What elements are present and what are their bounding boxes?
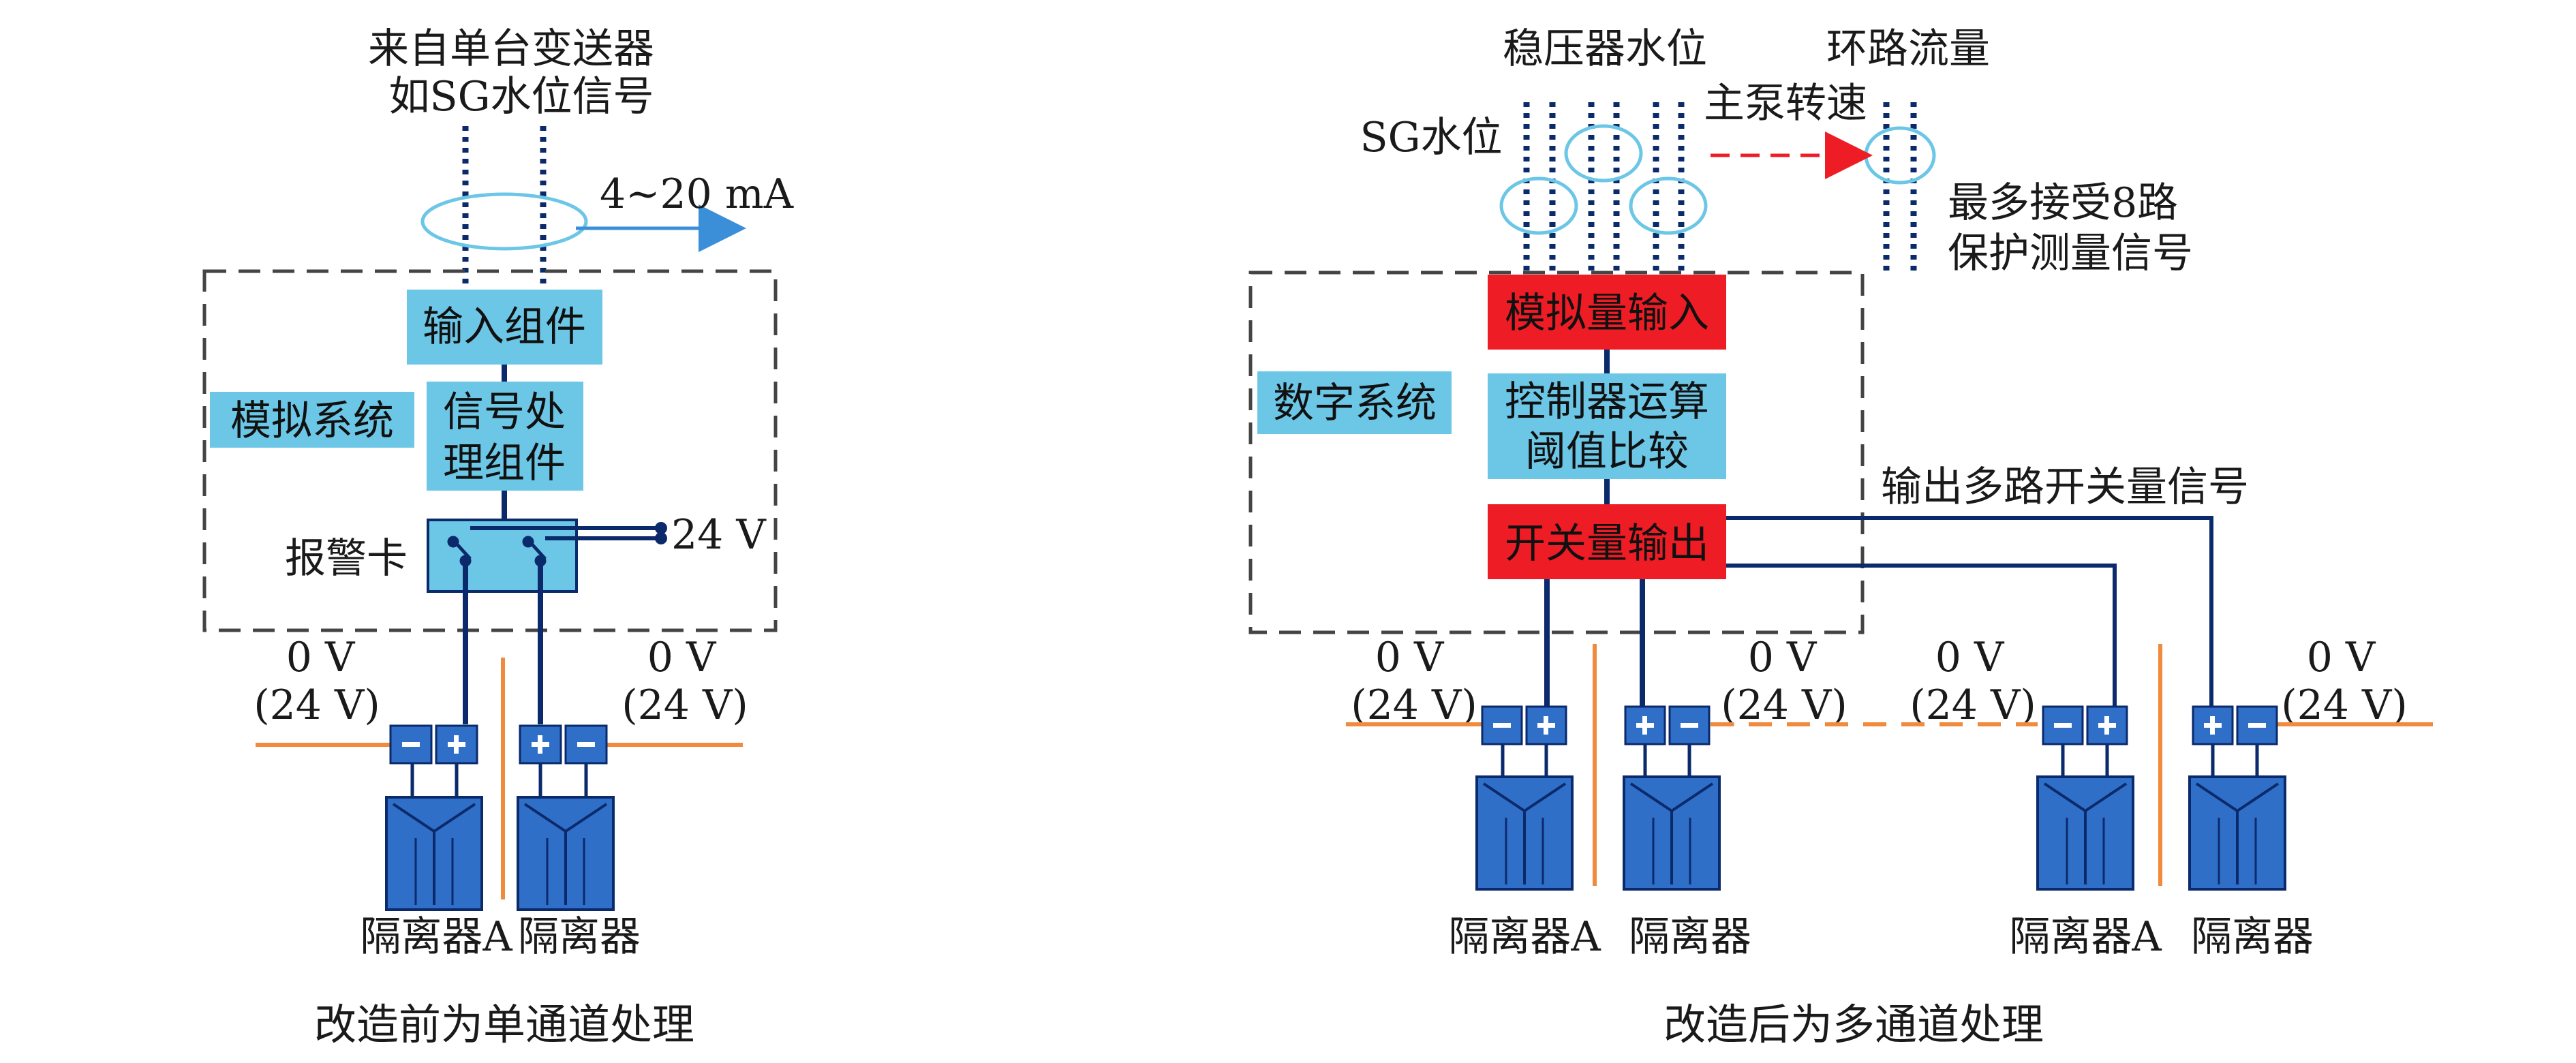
right-v1a: 0 V bbox=[1375, 634, 1445, 681]
left-input-module-label: 输入组件 bbox=[423, 303, 586, 351]
left-diagram: 来自单台变送器 如SG水位信号 4~20 mA 模拟系统 输入组件 信号处 理组… bbox=[202, 25, 794, 1049]
right-controller bbox=[1488, 373, 1726, 479]
right-loop-flow: 环路流量 bbox=[1826, 25, 1990, 73]
right-signal-lines bbox=[1523, 102, 1917, 276]
right-diagram: 稳压器水位 环路流量 主泵转速 SG水位 最多接受8路 保护测量信号 数字系统 … bbox=[1248, 25, 2433, 1049]
isolator-icon bbox=[2188, 744, 2286, 891]
left-system-label: 模拟系统 bbox=[230, 397, 394, 445]
isolator-icon bbox=[1623, 744, 1721, 891]
left-volt-right-1: 0 V bbox=[647, 634, 717, 681]
right-iso1-label: 隔离器A bbox=[1448, 913, 1601, 961]
right-sg-level: SG水位 bbox=[1360, 114, 1502, 161]
right-controller-line1: 控制器运算 bbox=[1505, 378, 1709, 426]
left-current-ellipse bbox=[420, 192, 588, 251]
left-isolator-a-label: 隔离器A bbox=[360, 913, 512, 961]
isolator-icon bbox=[517, 763, 615, 911]
left-signal-module bbox=[427, 382, 583, 491]
right-ellipse-pump bbox=[1629, 176, 1708, 235]
left-signal-module-line2: 理组件 bbox=[443, 440, 566, 487]
left-signal-module-line1: 信号处 bbox=[443, 388, 566, 436]
right-v4b: (24 V) bbox=[2281, 681, 2408, 729]
right-pressurizer-level: 稳压器水位 bbox=[1503, 25, 1707, 73]
left-system-label-box bbox=[210, 392, 414, 448]
right-analog-input bbox=[1488, 275, 1726, 350]
right-v2a: 0 V bbox=[1748, 634, 1818, 681]
left-source-line1: 来自单台变送器 bbox=[368, 25, 654, 73]
left-system-enclosure bbox=[202, 269, 778, 632]
left-alarm-card bbox=[427, 519, 578, 593]
right-terminal-3 bbox=[2042, 705, 2128, 745]
right-iso4-label: 隔离器 bbox=[2191, 913, 2314, 961]
left-supply-node-2 bbox=[655, 532, 667, 544]
left-supply-label: 24 V bbox=[671, 511, 767, 559]
left-source-line2: 如SG水位信号 bbox=[388, 73, 654, 121]
right-system-enclosure bbox=[1248, 271, 1865, 634]
left-alarm-card-label: 报警卡 bbox=[285, 535, 408, 583]
right-v3a: 0 V bbox=[1935, 634, 2005, 681]
right-ellipse-flow bbox=[1864, 126, 1936, 185]
right-iso3-label: 隔离器A bbox=[2009, 913, 2162, 961]
right-v1b: (24 V) bbox=[1351, 681, 1477, 729]
isolator-icon bbox=[385, 763, 483, 911]
right-accept-line2: 保护测量信号 bbox=[1948, 230, 2193, 277]
right-output-wire-far bbox=[1726, 516, 2213, 724]
right-terminal-2 bbox=[1624, 705, 1711, 745]
right-iso2-label: 隔离器 bbox=[1629, 913, 1751, 961]
left-current-label: 4~20 mA bbox=[600, 170, 794, 218]
left-alarm-switches bbox=[447, 536, 547, 567]
left-input-module bbox=[407, 290, 602, 365]
left-terminal-a bbox=[389, 724, 478, 765]
right-pump-speed: 主泵转速 bbox=[1704, 80, 1867, 127]
left-supply-node-1 bbox=[655, 522, 667, 534]
right-ellipse-pressurizer bbox=[1564, 124, 1643, 183]
right-v3b: (24 V) bbox=[1910, 681, 2036, 729]
right-switch-output-label: 开关量输出 bbox=[1505, 520, 1709, 568]
right-v2b: (24 V) bbox=[1721, 681, 1847, 729]
right-switch-output bbox=[1488, 504, 1726, 579]
left-volt-left-2: (24 V) bbox=[254, 681, 380, 729]
right-output-signals: 输出多路开关量信号 bbox=[1881, 463, 2249, 511]
left-terminal-b bbox=[519, 724, 608, 765]
right-accept-line1: 最多接受8路 bbox=[1948, 179, 2178, 227]
left-volt-right-2: (24 V) bbox=[622, 681, 748, 729]
isolator-icon bbox=[2036, 744, 2134, 891]
right-terminal-1 bbox=[1481, 705, 1567, 745]
right-system-label-box bbox=[1257, 371, 1452, 434]
right-caption: 改造后为多通道处理 bbox=[1663, 1000, 2044, 1049]
left-isolator-b-label: 隔离器 bbox=[518, 913, 641, 961]
right-system-label: 数字系统 bbox=[1273, 380, 1437, 427]
right-analog-input-label: 模拟量输入 bbox=[1505, 290, 1709, 337]
right-v4a: 0 V bbox=[2307, 634, 2376, 681]
left-caption: 改造前为单通道处理 bbox=[314, 1000, 694, 1049]
left-volt-left-1: 0 V bbox=[286, 634, 356, 681]
right-output-wire-near bbox=[1726, 564, 2117, 724]
right-terminal-4 bbox=[2192, 705, 2278, 745]
isolator-icon bbox=[1475, 744, 1574, 891]
right-ellipse-sg bbox=[1499, 176, 1578, 235]
right-controller-line2: 阈值比较 bbox=[1525, 428, 1689, 476]
